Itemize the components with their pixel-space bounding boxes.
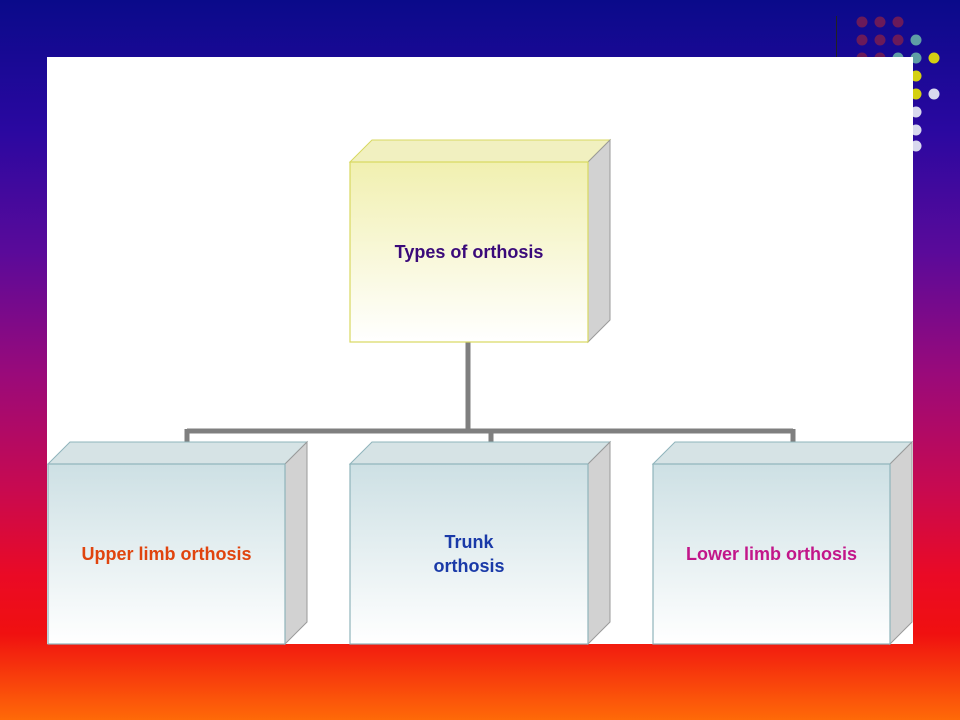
child-node-box-trunk <box>348 440 612 646</box>
root-node-box <box>348 138 612 344</box>
root-node-label: Types of orthosis <box>394 242 544 262</box>
child-node-label-trunk: Trunk orthosis <box>433 532 505 576</box>
child-node-box-lower-limb <box>651 440 914 646</box>
decorative-vertical-line <box>836 16 837 76</box>
child-node-label-upper-limb: Upper limb orthosis <box>81 544 252 564</box>
connector-lines <box>184 342 796 443</box>
child-node-box-upper-limb <box>46 440 309 646</box>
child-node-label-lower-limb: Lower limb orthosis <box>685 544 858 564</box>
